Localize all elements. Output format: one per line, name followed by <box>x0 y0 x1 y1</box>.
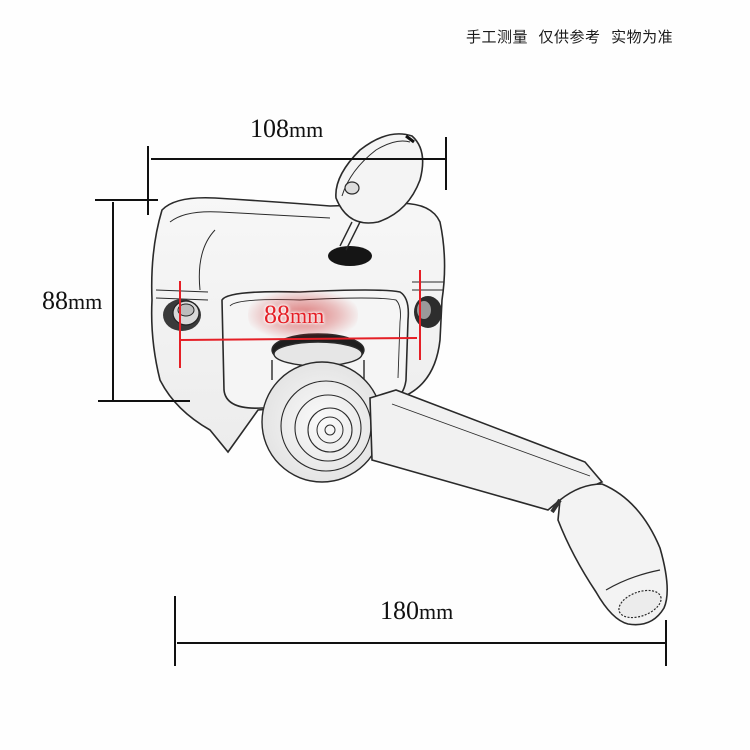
keyhole <box>328 246 372 266</box>
crank-hub <box>261 333 383 483</box>
dimension-line-top <box>147 137 447 198</box>
mounting-bolt-left <box>163 299 201 331</box>
mounting-bolt-right <box>414 296 442 328</box>
dimension-label-height: 88mm <box>42 288 102 314</box>
dimension-label-inner-width: 88mm <box>264 302 324 328</box>
red-label-highlight <box>248 290 358 340</box>
key-lock <box>335 133 424 251</box>
dimension-value: 88 <box>42 286 68 315</box>
handle-grip <box>550 483 668 626</box>
dimension-line-bottom <box>174 596 667 666</box>
dimension-label-length: 180mm <box>380 598 453 624</box>
dimension-value: 108 <box>250 114 289 143</box>
dimension-value: 88 <box>264 300 290 329</box>
dimension-unit: mm <box>289 117 324 142</box>
dimension-label-width: 108mm <box>250 116 323 142</box>
dimension-line-left <box>95 194 190 402</box>
dimension-unit: mm <box>68 289 103 314</box>
dimension-value: 180 <box>380 596 419 625</box>
crank-arm <box>369 389 604 511</box>
disclaimer-note: 手工测量 仅供参考 实物为准 <box>466 28 674 46</box>
dimension-unit: mm <box>419 599 454 624</box>
dimension-unit: mm <box>290 303 325 328</box>
